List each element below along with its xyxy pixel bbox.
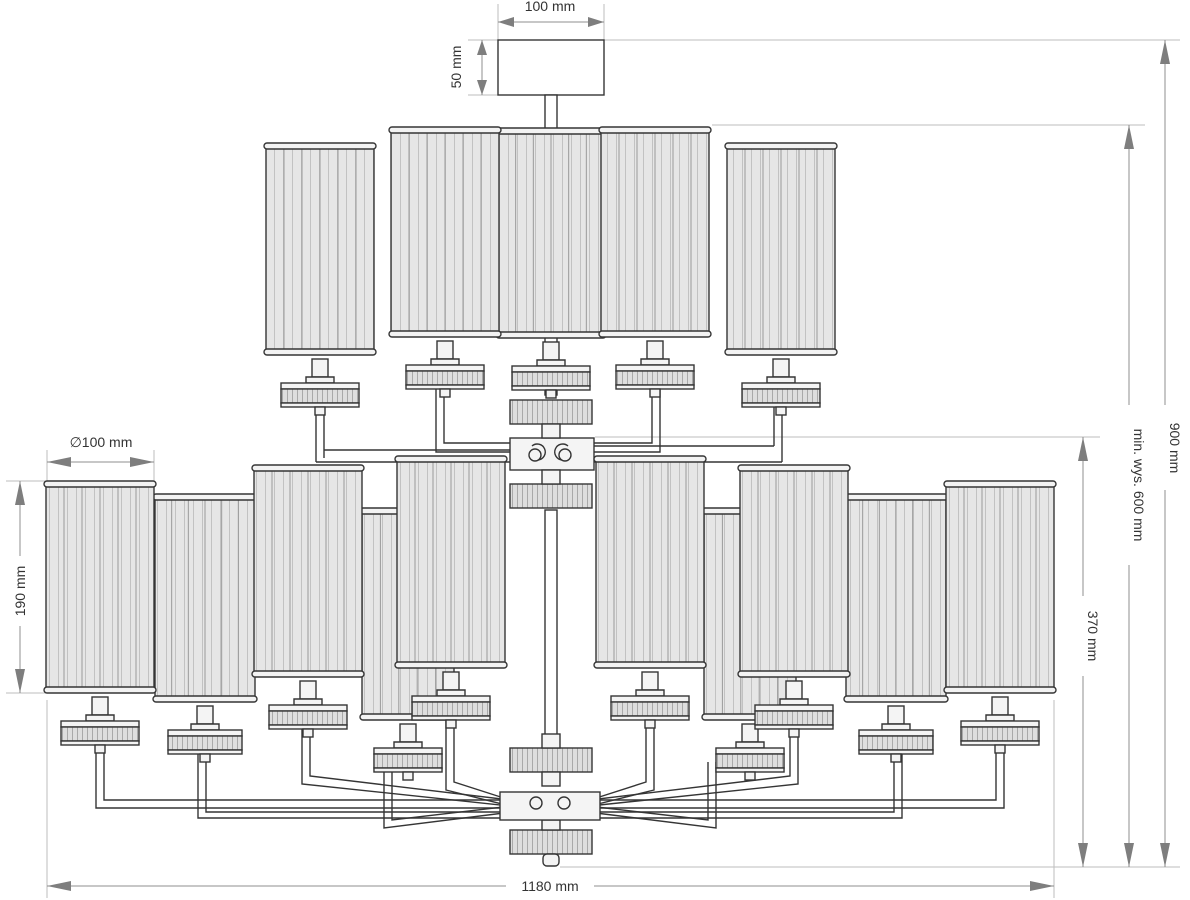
max-height-label: 900 mm bbox=[1167, 423, 1183, 474]
shade-height-label: 190 mm bbox=[12, 566, 28, 617]
body-height-label: 370 mm bbox=[1085, 611, 1101, 662]
dimension-lines bbox=[6, 4, 1180, 898]
canopy-width-label: 100 mm bbox=[525, 0, 576, 14]
upper-tier-arms bbox=[315, 383, 783, 471]
lamp-shade bbox=[388, 126, 502, 398]
lamp-shade bbox=[251, 464, 365, 738]
shade-diameter-label: ∅100 mm bbox=[70, 434, 133, 450]
lamp-shade bbox=[495, 127, 607, 399]
dimension-labels: 100 mm 50 mm 900 mm min. wys. 600 mm 370… bbox=[12, 0, 1183, 894]
lamp-shade bbox=[943, 480, 1057, 754]
total-width-label: 1180 mm bbox=[521, 878, 578, 894]
lamp-shade bbox=[724, 142, 838, 416]
lamp-shade bbox=[152, 493, 258, 763]
lamp-shade bbox=[263, 142, 377, 416]
ceiling-canopy bbox=[497, 39, 605, 96]
lamp-shade bbox=[593, 455, 707, 729]
canopy-height-label: 50 mm bbox=[448, 46, 464, 89]
lamp-shade bbox=[737, 464, 851, 738]
lamp-shade bbox=[43, 480, 157, 754]
lamp-shade bbox=[598, 126, 712, 398]
lower-tier-arms bbox=[95, 712, 1005, 829]
chandelier bbox=[43, 39, 1057, 867]
lamp-shade bbox=[843, 493, 949, 763]
lamp-shade bbox=[394, 455, 508, 729]
lamps bbox=[43, 126, 1057, 781]
central-collars bbox=[509, 399, 593, 867]
min-height-label: min. wys. 600 mm bbox=[1131, 429, 1147, 542]
